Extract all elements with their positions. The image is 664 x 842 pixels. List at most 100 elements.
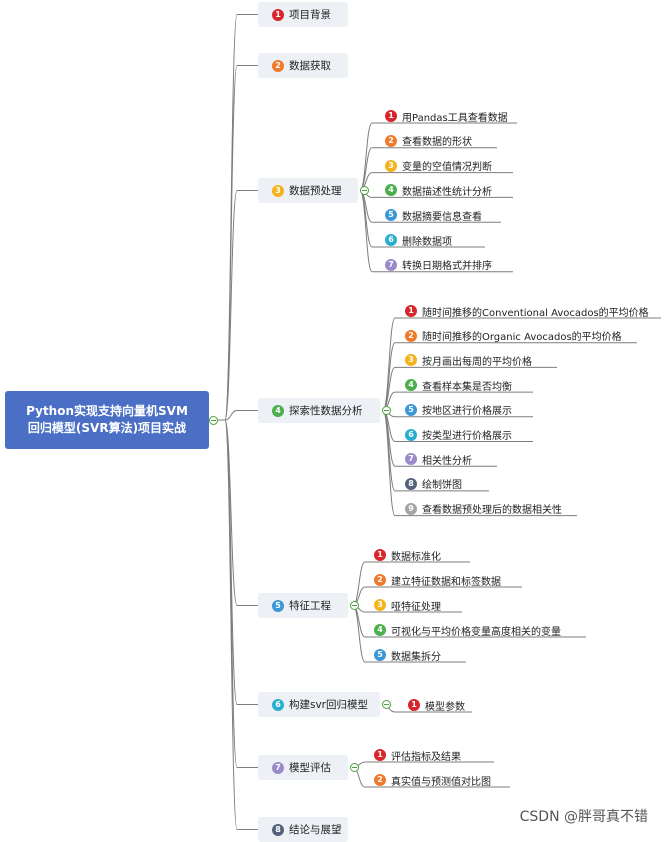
leaf-badge-2-icon: 2 xyxy=(374,774,386,786)
leaf-label: 随时间推移的Organic Avocados的平均价格 xyxy=(422,332,622,344)
branch-collapse-toggle-5[interactable] xyxy=(349,601,359,610)
branch-collapse-toggle-3[interactable] xyxy=(359,186,369,195)
branch-collapse-toggle-4[interactable] xyxy=(381,406,391,415)
branch-node-6[interactable]: 6 构建svr回归模型 xyxy=(258,692,380,717)
leaf-label: 查看数据预处理后的数据相关性 xyxy=(422,505,562,517)
branch-node-8[interactable]: 8 结论与展望 xyxy=(258,817,348,842)
leaf-badge-5-icon: 5 xyxy=(385,209,397,222)
leaf-badge-6-icon: 6 xyxy=(385,234,397,246)
leaf-label: 数据标准化 xyxy=(391,551,441,563)
branch-connector-8 xyxy=(224,419,258,830)
leaf-badge-7-icon: 7 xyxy=(385,258,397,271)
leaf-badge-2-icon: 2 xyxy=(385,134,397,147)
leaf-node-3-5[interactable]: 5 数据摘要信息查看 xyxy=(385,206,482,224)
leaf-label: 随时间推移的Conventional Avocados的平均价格 xyxy=(422,307,649,319)
branch-badge-3-icon: 3 xyxy=(272,184,284,197)
watermark: CSDN @胖哥真不错 xyxy=(519,809,648,825)
branch-connector-5 xyxy=(224,419,258,606)
leaf-node-4-1[interactable]: 1 随时间推移的Conventional Avocados的平均价格 xyxy=(405,302,649,320)
branch-collapse-toggle-6[interactable] xyxy=(381,700,391,709)
leaf-node-5-3[interactable]: 3 哑特征处理 xyxy=(374,596,441,614)
root-node[interactable]: Python实现支持向量机SVM 回归模型(SVR算法)项目实战 xyxy=(5,391,209,449)
branch-connector-3 xyxy=(224,190,258,421)
leaf-label: 按类型进行价格展示 xyxy=(422,431,512,442)
branch-badge-1-icon: 1 xyxy=(272,8,284,21)
branch-label: 数据预处理 xyxy=(289,185,342,197)
branch-badge-6-icon: 6 xyxy=(272,698,284,711)
leaf-label: 按地区进行价格展示 xyxy=(422,406,512,418)
leaf-node-3-1[interactable]: 1 用Pandas工具查看数据 xyxy=(385,107,508,125)
leaf-node-6-1[interactable]: 1 模型参数 xyxy=(408,696,465,714)
root-title-line2: 回归模型(SVR算法)项目实战 xyxy=(27,421,187,435)
leaf-node-3-7[interactable]: 7 转换日期格式并排序 xyxy=(385,256,492,274)
branch-connector-4 xyxy=(224,410,258,421)
branch-label: 数据获取 xyxy=(289,60,331,72)
leaf-badge-4-icon: 4 xyxy=(405,379,417,392)
leaf-badge-2-icon: 2 xyxy=(405,329,417,342)
leaf-badge-3-icon: 3 xyxy=(385,159,397,172)
leaf-badge-6-icon: 6 xyxy=(405,428,417,441)
leaf-badge-1-icon: 1 xyxy=(374,549,386,561)
leaf-badge-2-icon: 2 xyxy=(374,574,386,586)
branch-badge-4-icon: 4 xyxy=(272,404,284,417)
branch-collapse-toggle-7[interactable] xyxy=(349,763,359,772)
leaf-node-4-4[interactable]: 4 查看样本集是否均衡 xyxy=(405,376,512,394)
leaf-label: 查看样本集是否均衡 xyxy=(422,381,512,393)
leaf-node-5-2[interactable]: 2 建立特征数据和标签数据 xyxy=(374,571,501,589)
leaf-badge-4-icon: 4 xyxy=(374,624,386,636)
leaf-label: 按月画出每周的平均价格 xyxy=(422,356,532,368)
leaf-label: 转换日期格式并排序 xyxy=(402,261,492,273)
leaf-badge-3-icon: 3 xyxy=(374,599,386,611)
leaf-label: 可视化与平均价格变量高度相关的变量 xyxy=(391,626,561,638)
leaf-badge-7-icon: 7 xyxy=(405,453,417,466)
leaf-node-5-4[interactable]: 4 可视化与平均价格变量高度相关的变量 xyxy=(374,621,561,639)
leaf-badge-1-icon: 1 xyxy=(408,699,420,711)
leaf-node-4-7[interactable]: 7 相关性分析 xyxy=(405,450,472,468)
branch-badge-7-icon: 7 xyxy=(272,761,284,774)
leaf-node-3-2[interactable]: 2 查看数据的形状 xyxy=(385,132,472,150)
root-collapse-toggle[interactable] xyxy=(208,415,218,425)
branch-badge-8-icon: 8 xyxy=(272,823,284,836)
leaf-label: 用Pandas工具查看数据 xyxy=(402,112,508,124)
leaf-badge-1-icon: 1 xyxy=(405,305,417,317)
leaf-badge-1-icon: 1 xyxy=(385,110,397,122)
branch-label: 结论与展望 xyxy=(289,824,342,836)
leaf-label: 模型参数 xyxy=(425,701,465,713)
branch-badge-5-icon: 5 xyxy=(272,599,284,612)
branch-connector-2 xyxy=(224,65,258,421)
branch-label: 构建svr回归模型 xyxy=(289,699,369,711)
leaf-badge-1-icon: 1 xyxy=(374,749,386,761)
leaf-label: 相关性分析 xyxy=(422,455,472,467)
leaf-label: 查看数据的形状 xyxy=(402,137,472,149)
leaf-label: 建立特征数据和标签数据 xyxy=(391,576,501,588)
branch-node-3[interactable]: 3 数据预处理 xyxy=(258,178,358,203)
leaf-node-4-6[interactable]: 6 按类型进行价格展示 xyxy=(405,426,512,444)
leaf-connector-4-9 xyxy=(382,410,577,517)
branch-node-1[interactable]: 1 项目背景 xyxy=(258,2,348,27)
branch-node-4[interactable]: 4 探索性数据分析 xyxy=(258,398,380,423)
branch-node-2[interactable]: 2 数据获取 xyxy=(258,53,348,78)
leaf-label: 数据描述性统计分析 xyxy=(402,186,492,198)
leaf-label: 数据摘要信息查看 xyxy=(402,211,482,223)
leaf-badge-5-icon: 5 xyxy=(405,403,417,416)
branch-label: 探索性数据分析 xyxy=(289,405,363,417)
leaf-node-4-5[interactable]: 5 按地区进行价格展示 xyxy=(405,401,512,419)
branch-badge-2-icon: 2 xyxy=(272,59,284,72)
leaf-label: 绘制饼图 xyxy=(422,480,462,492)
leaf-label: 哑特征处理 xyxy=(391,601,441,613)
leaf-badge-5-icon: 5 xyxy=(374,649,386,661)
branch-label: 项目背景 xyxy=(289,9,331,21)
leaf-node-5-1[interactable]: 1 数据标准化 xyxy=(374,546,441,564)
leaf-node-4-2[interactable]: 2 随时间推移的Organic Avocados的平均价格 xyxy=(405,327,622,345)
